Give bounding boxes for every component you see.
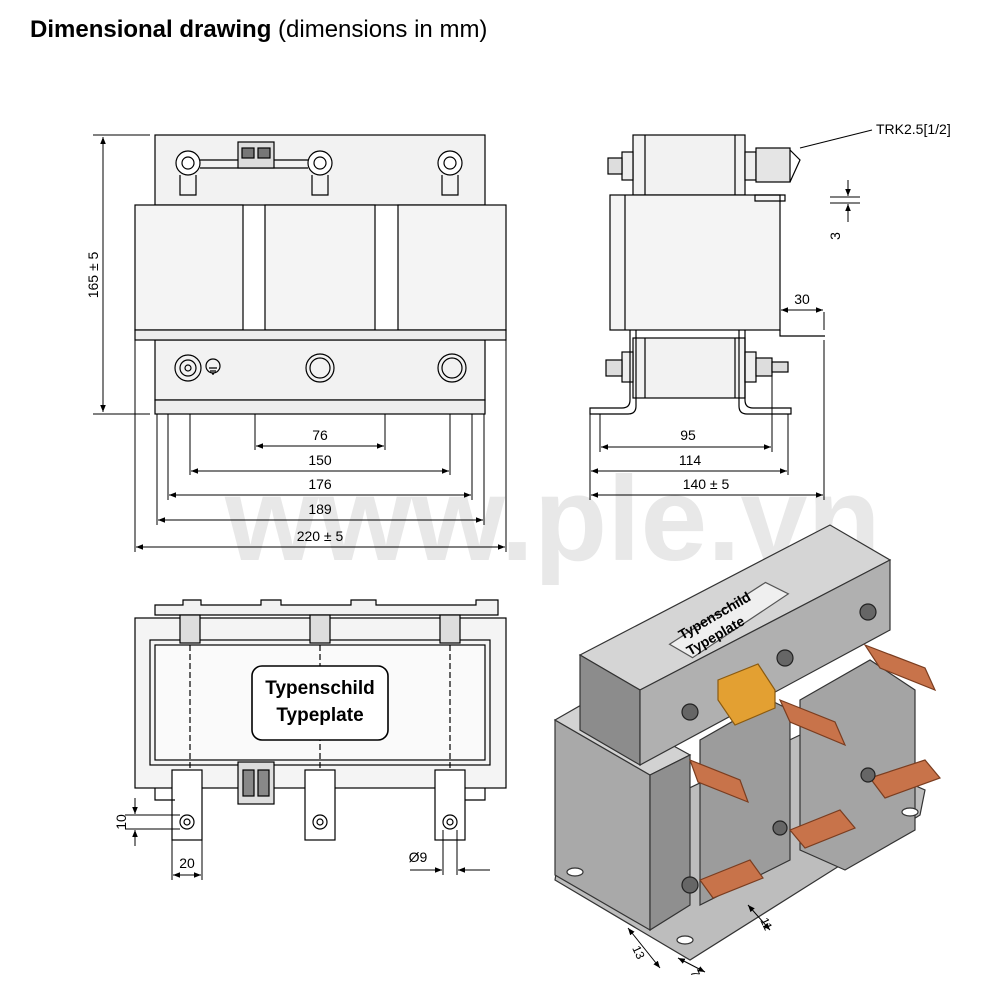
side-view: [589, 134, 825, 415]
isometric-view: [553, 524, 942, 961]
top-dim-lines: [125, 798, 490, 880]
side-dim: 114: [679, 452, 702, 468]
iso-dim: 11: [757, 915, 775, 933]
top-dim: 20: [179, 855, 195, 871]
front-height-dim: 165 ± 5: [85, 251, 101, 298]
front-width-dim: 220 ± 5: [297, 528, 344, 544]
top-dim: 10: [113, 814, 129, 830]
drawing-title: Dimensional drawing (dimensions in mm): [30, 16, 487, 44]
top-dim: Ø9: [409, 849, 428, 865]
side-dim: 3: [827, 232, 843, 240]
front-width-dim: 189: [308, 501, 332, 517]
top-view: [134, 599, 507, 841]
front-dim-lines: [93, 134, 507, 552]
title-bold: Dimensional drawing: [30, 16, 272, 43]
typeplate-line1: Typenschild: [265, 678, 374, 699]
side-dim: 30: [794, 291, 810, 307]
front-width-dim: 150: [308, 452, 332, 468]
typeplate-line2: Typeplate: [276, 705, 363, 726]
terminal-label: TRK2.5[1/2]: [876, 121, 951, 137]
iso-dim-lines: [627, 904, 771, 973]
side-dim: 140 ± 5: [683, 476, 730, 492]
side-dim-lines: [589, 129, 873, 500]
iso-dim: 7: [687, 967, 703, 979]
title-normal: (dimensions in mm): [278, 16, 488, 43]
iso-dim: 13: [629, 943, 647, 961]
front-width-dim: 176: [308, 476, 332, 492]
front-width-dim: 76: [312, 427, 328, 443]
front-view: [134, 134, 507, 415]
side-dim: 95: [680, 427, 696, 443]
